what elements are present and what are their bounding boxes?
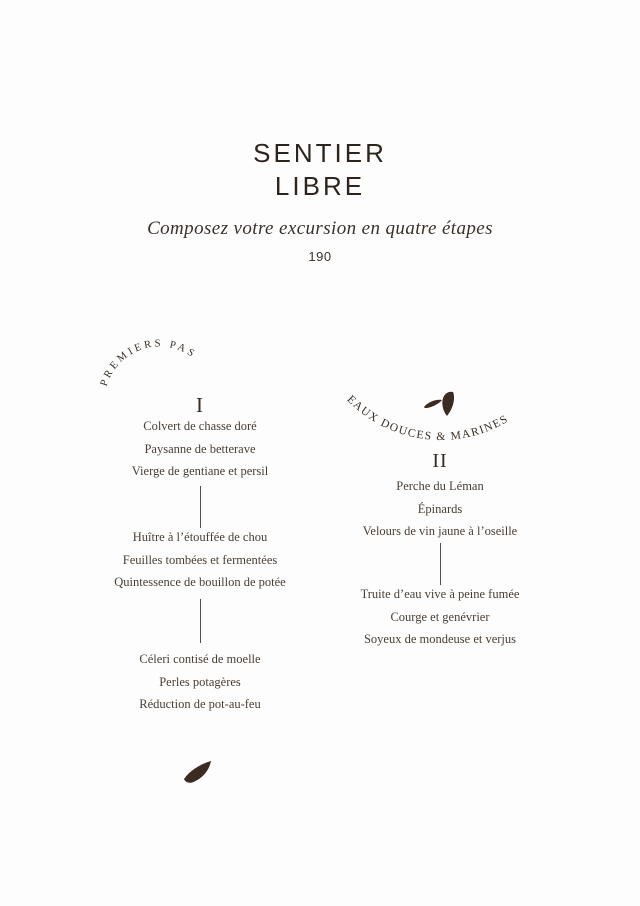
dish-item: Vierge de gentiane et persil [131, 464, 269, 478]
seed-icon [424, 399, 442, 409]
dish-item: Paysanne de betterave [144, 441, 256, 456]
course-group: Colvert de chasse doré Paysanne de bette… [90, 415, 310, 483]
menu-title: SENTIER LIBRE [0, 137, 640, 203]
dish-item: Céleri contisé de moelle [139, 652, 261, 666]
leaf-shape [184, 761, 211, 783]
course-group: Céleri contisé de moelle Perles potagère… [90, 648, 310, 716]
dish-item: Perche du Léman [396, 479, 484, 493]
dish-item: Épinards [417, 501, 463, 516]
svg-text:PREMIERS PAS: PREMIERS PAS [99, 338, 199, 387]
course-divider [439, 543, 441, 585]
course-divider [199, 599, 201, 643]
leaf-icon [184, 761, 211, 783]
course-group: Truite d’eau vive à peine fumée Courge e… [330, 583, 550, 651]
menu-title-line1: SENTIER [253, 138, 387, 168]
course-numeral-1: I [196, 393, 204, 417]
dish-item: Courge et genévrier [390, 609, 490, 624]
course-numeral-2: II [432, 450, 448, 472]
dish-item: Colvert de chasse doré [143, 419, 257, 433]
arc-eaux-douces-marines: EAUX DOUCES & MARINES [345, 393, 511, 443]
dish-item: Huître à l’étouffée de chou [132, 530, 268, 544]
menu-title-line2: LIBRE [274, 171, 366, 201]
svg-text:EAUX DOUCES & MARINES: EAUX DOUCES & MARINES [345, 393, 511, 443]
arc-label-eaux-douces-marines: EAUX DOUCES & MARINES [345, 393, 510, 443]
dish-item: Soyeux de mondeuse et verjus [363, 632, 517, 646]
menu-price: 190 [308, 249, 332, 264]
seed-icon [442, 391, 455, 416]
dish-item: Velours de vin jaune à l’oseille [362, 524, 518, 538]
seed-pair-icon [424, 391, 455, 416]
course-group: Huître à l’étouffée de chou Feuilles tom… [90, 526, 310, 594]
course-divider [199, 486, 201, 528]
dish-item: Réduction de pot-au-feu [139, 697, 261, 711]
dish-item: Truite d’eau vive à peine fumée [360, 587, 520, 601]
dish-item: Perles potagères [159, 674, 241, 689]
arc-label-premiers-pas: PREMIERS PAS [99, 338, 196, 387]
dish-item: Feuilles tombées et fermentées [122, 552, 278, 567]
arc-premiers-pas: PREMIERS PAS [99, 338, 199, 387]
course-group: Perche du Léman Épinards Velours de vin … [330, 475, 550, 543]
dish-item: Quintessence de bouillon de potée [114, 575, 286, 589]
menu-subtitle: Composez votre excursion en quatre étape… [147, 218, 493, 239]
